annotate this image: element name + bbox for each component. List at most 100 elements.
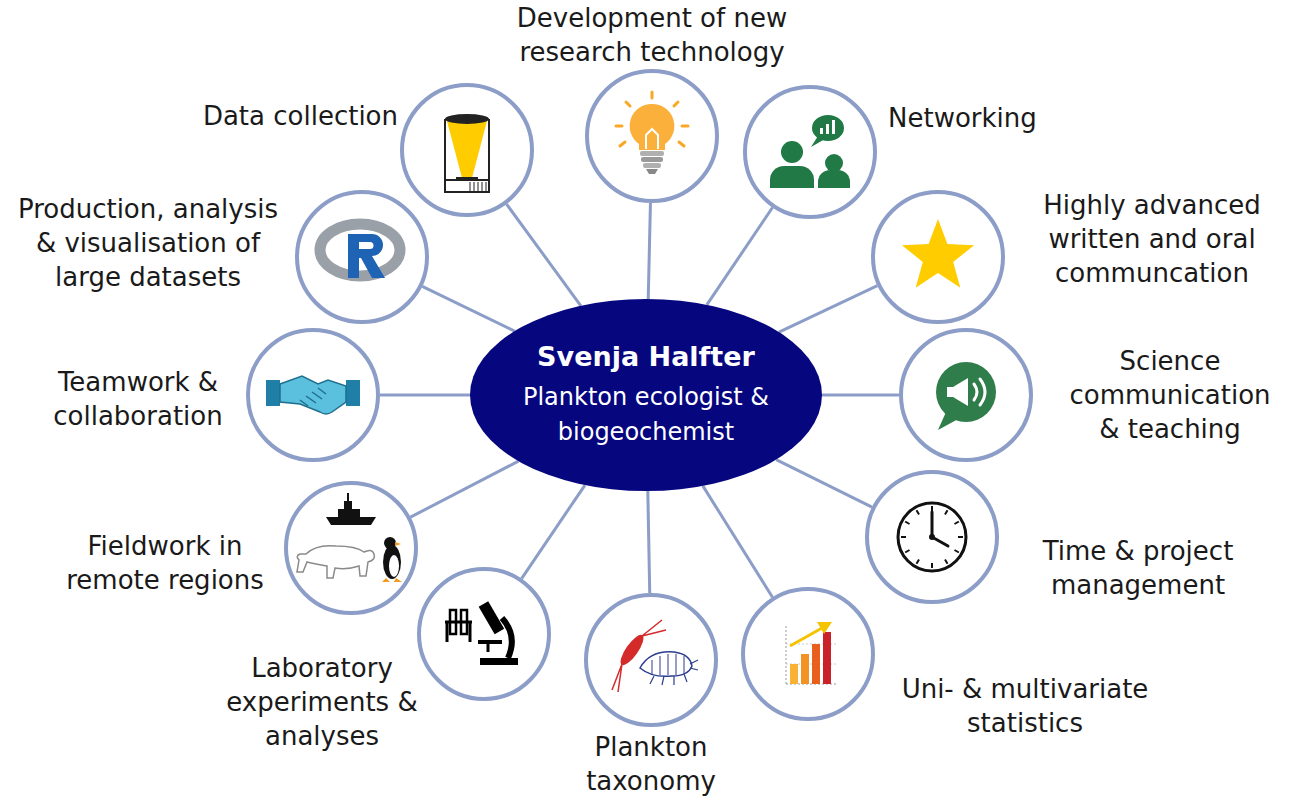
connector-line	[507, 204, 581, 306]
fieldwork-icon	[297, 493, 402, 582]
megaphone-bubble-icon-part	[947, 387, 953, 397]
skill-label: Time & project management	[1028, 534, 1248, 602]
connector-line	[507, 204, 581, 306]
lightbulb-icon-part-part	[651, 92, 654, 98]
plankton-icon-part	[652, 654, 684, 675]
circle-fills-part	[869, 474, 995, 600]
clock-icon-part-part	[945, 560, 948, 564]
skill-label: Development of new research technology	[502, 1, 802, 69]
lab-icon-part	[469, 622, 472, 642]
handshake-icon-part	[266, 380, 280, 406]
lightbulb-icon-part	[643, 163, 661, 168]
skill-circle: Time & project management	[865, 470, 999, 604]
lab-icon-part	[478, 640, 502, 644]
lightbulb-icon-part	[640, 151, 664, 156]
skill-label: Data collection	[168, 99, 398, 133]
circle-fills-part	[875, 194, 1001, 320]
circle-fills-part	[588, 597, 714, 723]
connector-line	[410, 461, 518, 517]
net-sampler-icon	[445, 114, 489, 192]
skill-circle: Science communication & teaching	[899, 328, 1033, 462]
fieldwork-icon-part	[394, 578, 402, 582]
skill-circle: Development of new research technology	[585, 69, 719, 203]
connector-line	[648, 491, 650, 593]
plankton-icon	[612, 620, 698, 692]
connector-line	[779, 286, 877, 333]
lightbulb-icon-part-part	[626, 102, 630, 106]
clock-icon-part-part	[917, 510, 920, 514]
skill-label: Production, analysis & visualisation of …	[11, 192, 286, 294]
net-sampler-icon-part	[470, 182, 486, 191]
center-ellipse: Svenja HalfterPlankton ecologist & bioge…	[470, 299, 822, 491]
circle-fills-part	[747, 89, 873, 215]
lab-icon-part	[487, 644, 490, 652]
networking-icon-part	[811, 136, 825, 147]
bar-chart-icon-part	[823, 632, 831, 684]
lightbulb-icon	[616, 92, 688, 174]
fieldwork-icon-part	[389, 555, 399, 577]
lightbulb-icon-part-part	[682, 125, 688, 128]
networking-icon-part	[820, 128, 823, 134]
skill-circle: Data collection	[400, 83, 534, 217]
clock-icon-part-part	[905, 550, 909, 553]
skill-circle: Networking	[743, 85, 877, 219]
lightbulb-icon-part	[646, 129, 658, 149]
connector-line	[703, 486, 773, 597]
handshake-icon-part	[346, 380, 360, 406]
skill-circle: Fieldwork in remote regions	[284, 481, 418, 615]
plankton-icon-part	[640, 652, 692, 677]
bar-chart-icon-part	[786, 626, 787, 684]
lab-icon-part	[480, 658, 518, 665]
clock-icon-part-part	[917, 560, 920, 564]
handshake-icon-part	[280, 376, 346, 414]
connector-line	[822, 394, 899, 397]
bar-chart-icon-part	[801, 654, 809, 684]
skill-label: Laboratory experiments & analyses	[215, 651, 430, 753]
skill-circle: Highly advanced written and oral communc…	[871, 190, 1005, 324]
skill-label: Fieldwork in remote regions	[50, 529, 280, 597]
networking-icon-part	[812, 115, 844, 141]
lab-icon-part	[445, 621, 472, 624]
connector-line	[380, 394, 470, 397]
clock-icon-part-part	[958, 536, 963, 538]
clock-icon-part	[929, 534, 935, 540]
fieldwork-icon-part	[384, 537, 396, 549]
clock-icon-part-part	[955, 550, 959, 553]
circle-fills-part	[745, 591, 871, 717]
fieldwork-icon-part	[297, 546, 374, 578]
lab-icon-part	[502, 618, 512, 658]
networking-icon-part	[781, 141, 803, 163]
net-sampler-icon-part	[456, 177, 478, 181]
connector-line	[648, 203, 650, 299]
networking-icon	[770, 115, 850, 188]
circle-fills-part	[404, 87, 530, 213]
lab-icon	[445, 601, 518, 665]
lightbulb-icon-part	[630, 104, 675, 150]
megaphone-bubble-icon-part	[974, 384, 977, 400]
clock-icon-part-part	[931, 563, 933, 568]
clock-icon-part-part	[905, 522, 909, 525]
connector-line	[703, 486, 773, 597]
networking-icon-part	[826, 124, 829, 134]
fieldwork-icon-part	[344, 501, 352, 509]
clock-icon	[898, 503, 966, 571]
connector-line	[410, 461, 518, 517]
skill-label: Uni- & multivariate statistics	[885, 672, 1165, 740]
circle-fills-part	[589, 73, 715, 199]
circle-fills-part	[288, 485, 414, 611]
bar-chart-icon-part	[790, 664, 798, 684]
net-sampler-icon-part	[447, 121, 487, 178]
skill-label: Science communication & teaching	[1058, 344, 1283, 446]
bar-chart-icon-part	[817, 622, 832, 634]
lab-icon-part	[446, 622, 449, 642]
r-logo-icon-part	[348, 234, 385, 278]
networking-icon-part	[825, 154, 843, 172]
clock-icon-part	[901, 506, 963, 568]
connector-line	[648, 491, 650, 593]
connector-line	[779, 286, 877, 333]
circle-fills-part	[250, 332, 376, 458]
net-sampler-icon-part	[445, 114, 489, 124]
fieldwork-icon-part	[326, 517, 376, 525]
clock-icon-part	[898, 503, 966, 571]
